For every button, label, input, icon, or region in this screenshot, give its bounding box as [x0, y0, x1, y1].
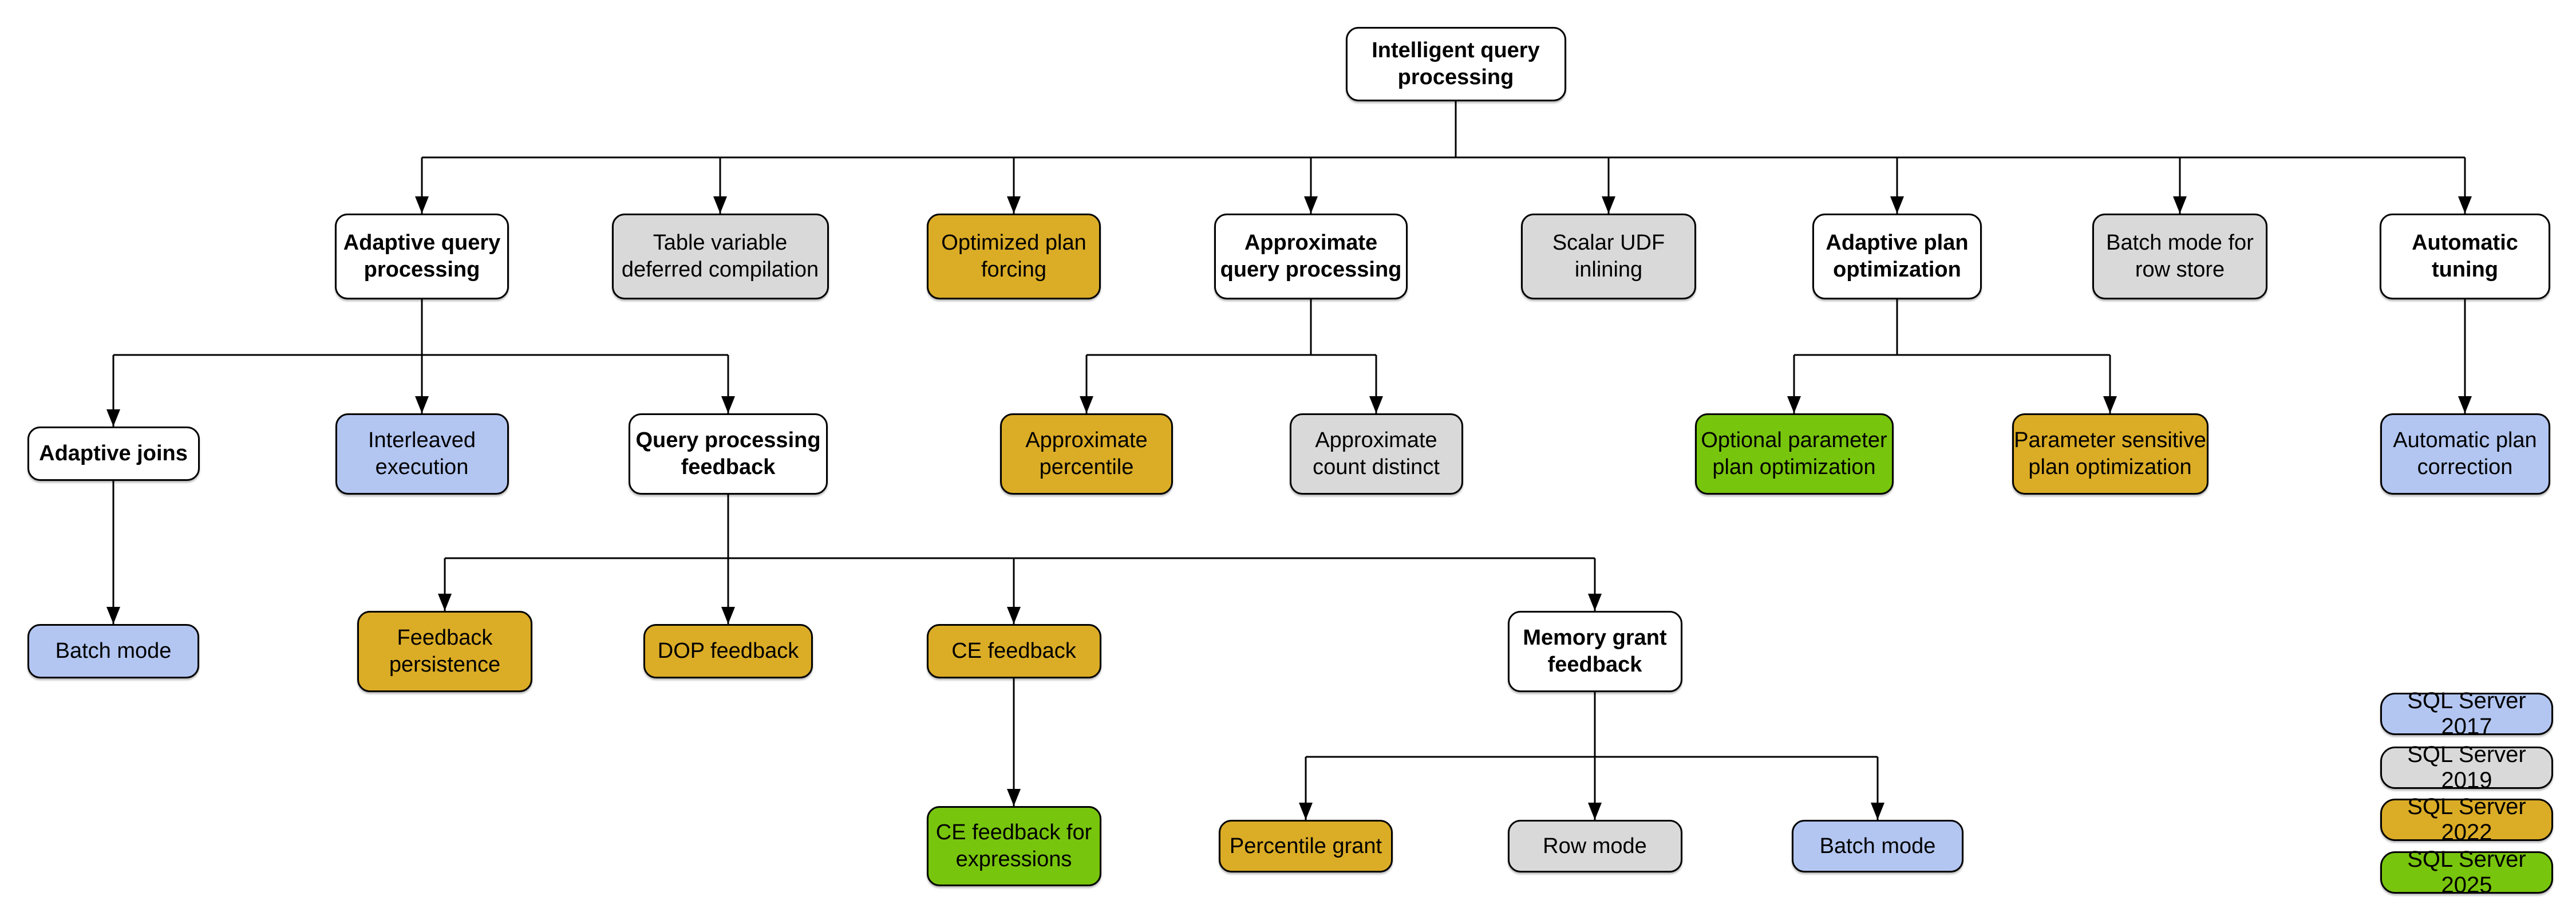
arrowhead-icon	[1369, 396, 1383, 413]
node-optional-parameter-plan-optimization: Optional parameter plan optimization	[1694, 413, 1894, 495]
node-automatic-tuning: Automatic tuning	[2380, 214, 2550, 299]
arrowhead-icon	[2103, 396, 2117, 413]
node-query-processing-feedback: Query processing feedback	[629, 413, 828, 495]
node-label: DOP feedback	[657, 639, 799, 663]
legend-item-sql-server-2025: SQL Server 2025	[2380, 847, 2553, 898]
arrowhead-icon	[1871, 803, 1884, 820]
legend-item-sql-server-2019: SQL Server 2019	[2380, 742, 2553, 793]
node-optimized-plan-forcing: Optimized plan forcing	[927, 214, 1101, 299]
node-label: Approximate percentile	[1025, 428, 1148, 479]
node-ce-feedback-for-expressions: CE feedback for expressions	[926, 806, 1101, 886]
node-label: Adaptive plan optimization	[1826, 231, 1969, 282]
node-label: Interleaved execution	[368, 428, 476, 479]
arrowhead-icon	[106, 607, 120, 624]
legend-label: SQL Server 2025	[2407, 847, 2526, 898]
node-approximate-query-processing: Approximate query processing	[1214, 214, 1408, 299]
node-label: CE feedback for expressions	[935, 820, 1092, 871]
node-table-variable-deferred-compilation: Table variable deferred compilation	[611, 214, 829, 299]
node-label: Memory grant feedback	[1523, 626, 1667, 677]
node-label: Adaptive joins	[39, 441, 188, 465]
node-label: Feedback persistence	[389, 626, 501, 677]
node-label: Scalar UDF inlining	[1552, 231, 1665, 282]
node-memory-grant-feedback: Memory grant feedback	[1507, 611, 1682, 692]
arrowhead-icon	[1602, 196, 1615, 214]
arrowhead-icon	[1299, 803, 1313, 820]
arrowhead-icon	[1304, 196, 1318, 214]
node-parameter-sensitive-plan-optimization: Parameter sensitive plan optimization	[2012, 413, 2208, 495]
node-label: Intelligent query processing	[1372, 38, 1540, 89]
arrowhead-icon	[2458, 196, 2472, 214]
node-percentile-grant: Percentile grant	[1219, 820, 1393, 872]
arrowhead-icon	[1787, 396, 1801, 413]
node-adaptive-joins: Adaptive joins	[27, 427, 200, 481]
arrowhead-icon	[1080, 396, 1093, 413]
node-label: Query processing feedback	[635, 428, 821, 479]
node-label: Batch mode	[1819, 834, 1936, 858]
node-label: Table variable deferred compilation	[621, 231, 819, 282]
node-interleaved-execution: Interleaved execution	[335, 413, 509, 495]
node-label: Adaptive query processing	[343, 231, 501, 282]
arrowhead-icon	[721, 607, 735, 624]
arrowhead-icon	[1588, 803, 1602, 820]
node-label: Batch mode for row store	[2106, 231, 2254, 282]
node-batch-mode-for-row-store: Batch mode for row store	[2092, 214, 2267, 299]
legend-item-sql-server-2017: SQL Server 2017	[2380, 688, 2553, 739]
arrowhead-icon	[438, 594, 452, 611]
node-label: Approximate count distinct	[1313, 428, 1440, 479]
arrowhead-icon	[2458, 396, 2472, 413]
node-adaptive-plan-optimization: Adaptive plan optimization	[1812, 214, 1982, 299]
legend-label: SQL Server 2022	[2407, 794, 2526, 845]
node-label: Batch mode	[55, 639, 172, 663]
legend-item-sql-server-2022: SQL Server 2022	[2380, 794, 2553, 845]
arrowhead-icon	[1890, 196, 1904, 214]
legend-label: SQL Server 2017	[2407, 688, 2526, 739]
node-automatic-plan-correction: Automatic plan correction	[2380, 413, 2550, 495]
node-label: Automatic plan correction	[2393, 428, 2537, 479]
node-row-mode: Row mode	[1507, 820, 1682, 872]
node-label: Approximate query processing	[1220, 231, 1402, 282]
arrowhead-icon	[415, 196, 429, 214]
node-dop-feedback: DOP feedback	[643, 624, 813, 678]
arrowhead-icon	[106, 409, 120, 427]
arrowhead-icon	[415, 396, 429, 413]
node-scalar-udf-inlining: Scalar UDF inlining	[1521, 214, 1696, 299]
node-label: Percentile grant	[1229, 834, 1382, 858]
node-approximate-percentile: Approximate percentile	[1000, 413, 1173, 495]
node-feedback-persistence: Feedback persistence	[357, 611, 532, 692]
arrowhead-icon	[1007, 196, 1021, 214]
node-intelligent-query-processing: Intelligent query processing	[1345, 27, 1566, 101]
node-adaptive-query-processing: Adaptive query processing	[335, 214, 509, 299]
node-label: CE feedback	[951, 639, 1076, 663]
node-label: Row mode	[1543, 834, 1647, 858]
node-batch-mode-adaptive-joins: Batch mode	[27, 624, 199, 678]
node-label: Parameter sensitive plan optimization	[2014, 428, 2206, 479]
arrowhead-icon	[721, 396, 735, 413]
arrowhead-icon	[1588, 594, 1602, 611]
arrowhead-icon	[1007, 789, 1021, 806]
node-label: Automatic tuning	[2412, 231, 2518, 282]
node-label: Optimized plan forcing	[941, 231, 1086, 282]
node-approximate-count-distinct: Approximate count distinct	[1289, 413, 1463, 495]
node-ce-feedback: CE feedback	[926, 624, 1101, 678]
node-label: Optional parameter plan optimization	[1701, 428, 1887, 479]
arrowhead-icon	[2173, 196, 2187, 214]
arrowhead-icon	[713, 196, 727, 214]
legend-label: SQL Server 2019	[2407, 742, 2526, 793]
node-batch-mode-memory-grant: Batch mode	[1792, 820, 1963, 872]
arrowhead-icon	[1007, 607, 1021, 624]
